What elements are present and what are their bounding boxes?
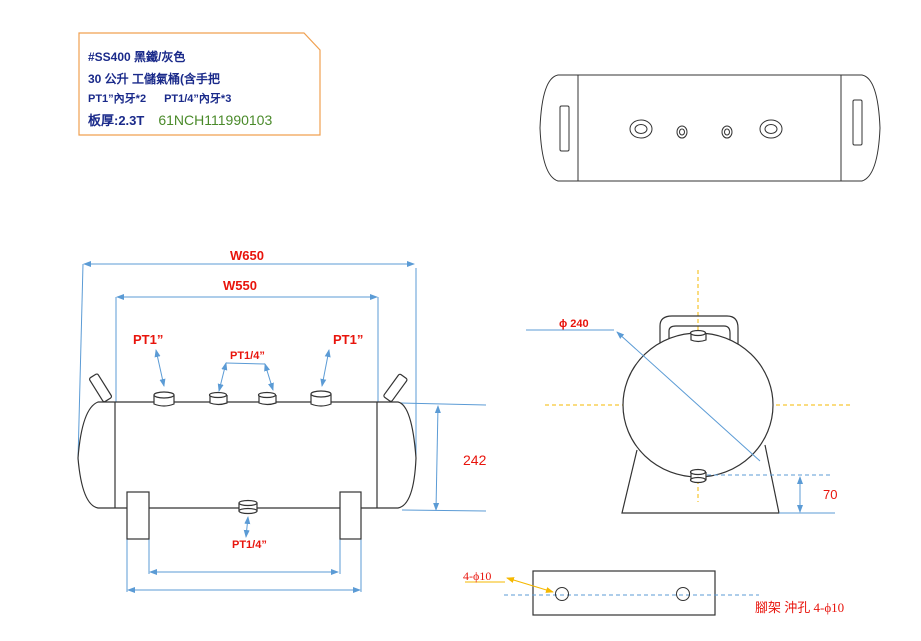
label-foot-hole: 4-ϕ10 xyxy=(463,569,491,583)
leader-pt14-bridge xyxy=(225,362,266,365)
dim-w650-ext-left xyxy=(77,263,84,461)
foot-hole-right xyxy=(676,587,690,601)
port-pt14-right xyxy=(257,391,277,406)
spec-part-code: 61NCH111990103 xyxy=(158,112,273,128)
leader-pt14-left xyxy=(217,362,228,392)
spec-material: #SS400 黑鐵/灰色 xyxy=(88,50,186,64)
label-pt14-bottom: PT1/4” xyxy=(232,539,267,551)
port-top-1-outer xyxy=(629,119,653,139)
dim-diameter-leader xyxy=(616,331,761,462)
spec-capacity: 30 公升 工儲氣桶(含手把 xyxy=(88,72,221,86)
label-w550: W550 xyxy=(223,278,257,293)
port-pt1-left xyxy=(153,391,175,407)
handle-slot-right xyxy=(852,99,863,146)
leader-pt14-right xyxy=(264,363,274,391)
label-pt1-left: PT1” xyxy=(133,332,163,347)
foot-right xyxy=(339,491,362,540)
port-top-3-outer xyxy=(721,125,733,139)
leader-pt1-right xyxy=(320,349,331,387)
port-pt14-left xyxy=(208,391,228,406)
side-handle-inner xyxy=(668,325,731,344)
label-foot-caption: 腳架 沖孔 4-ϕ10 xyxy=(755,600,844,615)
side-leg-frame xyxy=(621,444,780,514)
spec-box-border xyxy=(78,32,321,136)
foot-hole-leader xyxy=(506,577,554,593)
label-diameter: ϕ 240 xyxy=(559,318,589,330)
spec-threads: PT1”內牙*2 PT1/4”內牙*3 xyxy=(88,90,231,106)
port-top-2-inner xyxy=(679,128,685,136)
label-height-242: 242 xyxy=(463,452,487,468)
port-top-2-outer xyxy=(676,125,688,139)
dim-242-ext-bottom xyxy=(401,509,487,512)
dim-242-ext-top xyxy=(399,402,487,406)
leader-pt14-bottom xyxy=(243,516,251,538)
handle-slot-left xyxy=(559,105,570,152)
foot-left xyxy=(126,491,150,540)
spec-thickness: 板厚:2.3T xyxy=(88,113,145,128)
side-handle-outer xyxy=(659,315,739,350)
top-view xyxy=(539,74,881,182)
side-port-top xyxy=(689,329,707,343)
spec-box: #SS400 黑鐵/灰色 30 公升 工儲氣桶(含手把 PT1”內牙*2 PT1/… xyxy=(78,32,321,136)
side-view: ϕ 240 70 xyxy=(526,270,853,514)
handle-left xyxy=(89,373,113,403)
side-port-bottom xyxy=(689,468,707,484)
spec-thickness-row: 板厚:2.3T 61NCH111990103 xyxy=(88,110,272,129)
port-pt14-bottom xyxy=(238,499,258,515)
port-top-4-outer xyxy=(759,119,783,139)
tank-body-outline xyxy=(77,401,417,509)
port-top-1-inner xyxy=(634,124,648,134)
dim-242-line xyxy=(433,405,441,511)
label-w650: W650 xyxy=(230,248,264,263)
label-pt14-top: PT1/4” xyxy=(230,350,265,362)
leader-pt1-left xyxy=(154,349,166,387)
port-pt1-right xyxy=(310,390,332,407)
foot-hole-left xyxy=(555,587,569,601)
top-view-outline xyxy=(539,74,881,182)
label-pt1-right: PT1” xyxy=(333,332,363,347)
label-leg-height: 70 xyxy=(823,487,837,502)
spec-thread-pt1: PT1”內牙*2 xyxy=(88,93,147,105)
handle-right xyxy=(383,373,408,402)
foot-plate-outline xyxy=(532,570,716,616)
spec-thread-pt14: PT1/4”內牙*3 xyxy=(164,93,232,105)
front-view: W650 W550 PT1” PT1/4” PT1” PT1/4” 242 xyxy=(77,248,487,593)
foot-plate-view: 4-ϕ10 腳架 沖孔 4-ϕ10 xyxy=(463,569,844,616)
port-top-3-inner xyxy=(724,128,730,136)
port-top-4-inner xyxy=(764,124,778,134)
